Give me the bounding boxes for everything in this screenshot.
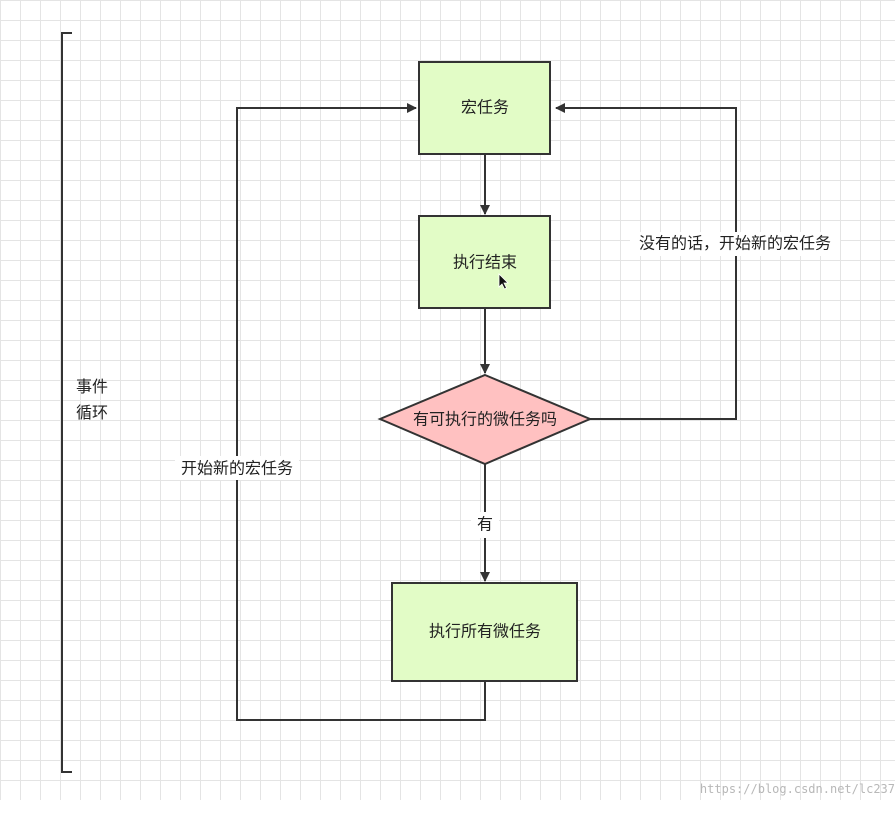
- node-exec-done: 执行结束: [418, 215, 551, 309]
- node-has-micro-decision: 有可执行的微任务吗: [377, 373, 593, 466]
- left-loop-label: 开始新的宏任务: [181, 459, 293, 478]
- event-loop-label-line1: 事件: [76, 377, 108, 396]
- node-exec-all-micro-label: 执行所有微任务: [429, 622, 541, 641]
- edge-no-to-macro: [555, 103, 737, 420]
- node-macro-task-label: 宏任务: [461, 98, 509, 117]
- yes-label: 有: [477, 515, 493, 534]
- node-exec-done-label: 执行结束: [453, 253, 517, 272]
- event-loop-label-line2: 循环: [76, 403, 108, 422]
- edge-loop-to-macro: [236, 103, 486, 721]
- node-exec-all-micro: 执行所有微任务: [391, 582, 578, 682]
- cursor-icon: [498, 273, 509, 290]
- watermark-text: https://blog.csdn.net/lc237: [700, 782, 895, 796]
- right-loop-label: 没有的话，开始新的宏任务: [639, 234, 831, 253]
- node-has-micro-label: 有可执行的微任务吗: [413, 410, 557, 429]
- node-macro-task: 宏任务: [418, 61, 551, 155]
- event-loop-bracket: [61, 32, 72, 773]
